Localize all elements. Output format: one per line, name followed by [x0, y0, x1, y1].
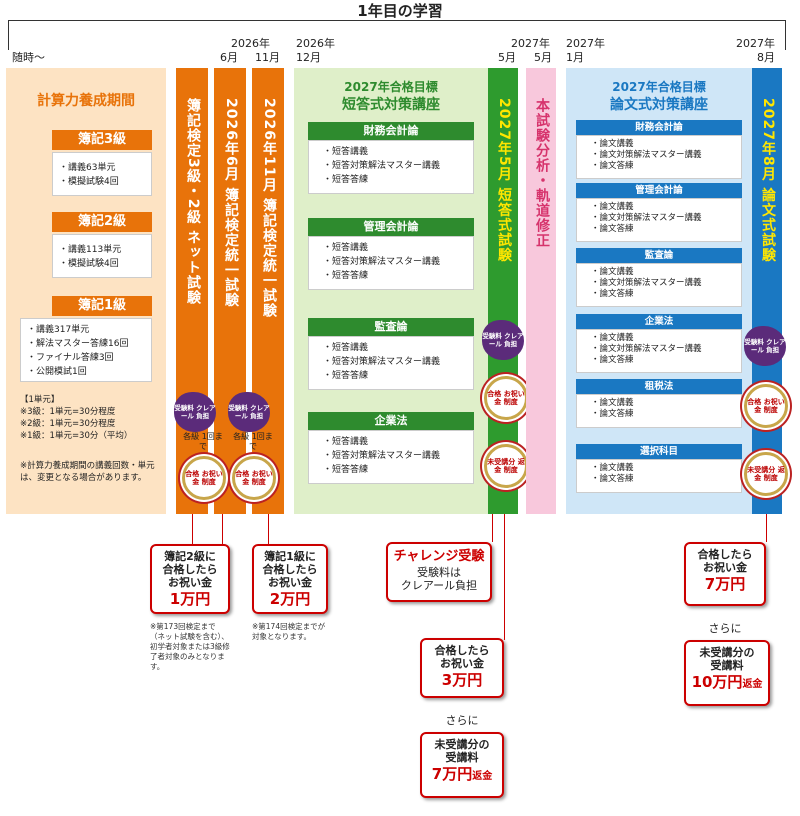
callout-boki1-note: ※第174回検定までが対象となります。 — [252, 622, 326, 641]
oiwai-badge-1: 合格 お祝い金 制度 — [182, 456, 226, 500]
kakkyu-1: 各級 1回まで — [183, 432, 223, 451]
anytime-label: 随時～ — [12, 51, 45, 64]
date-6: 6月 — [220, 51, 238, 64]
ronbun-exam-column: 2027年8月 論文式試験 — [752, 68, 782, 514]
tanto-sub-1: 管理会計論 — [308, 218, 474, 236]
page-title: 1年目の学習 — [357, 2, 443, 20]
keisan-period-panel: 計算力養成期間 簿記3級 講義63単元模擬試験4回 簿記2級 講義113単元模擬… — [6, 68, 166, 514]
tanto-sub-0: 財務会計論 — [308, 122, 474, 140]
oiwai-badge-4: 合格 お祝い金 制度 — [744, 384, 788, 428]
keisan-note: ※計算力養成期間の講義回数・単元は、変更となる場合があります。 — [20, 461, 155, 483]
box-boki2-header: 簿記2級 — [52, 212, 152, 232]
tanto-sub-2: 監査論 — [308, 318, 474, 336]
date-2027c: 2027年 — [736, 37, 775, 50]
fee-badge-3: 受験料 クレアール 負担 — [482, 320, 524, 360]
tanto-sub-3: 企業法 — [308, 412, 474, 430]
date-5b: 5月 — [534, 51, 552, 64]
tanto-course-panel: 2027年合格目標 短答式対策講座 財務会計論 短答講義短答対策解法マスター講義… — [294, 68, 488, 514]
sarani-2: さらに — [708, 622, 742, 635]
sarani-1: さらに — [445, 714, 479, 727]
box-boki1: 講義317単元解法マスター答練16回ファイナル答練3回公開模試1回 — [20, 318, 152, 382]
date-12: 12月 — [296, 51, 321, 64]
oiwai-badge-3: 合格 お祝い金 制度 — [484, 376, 528, 420]
callout-challenge: チャレンジ受験受験料はクレアール負担 — [386, 542, 492, 602]
date-8: 8月 — [757, 51, 775, 64]
date-1: 1月 — [566, 51, 584, 64]
analysis-column: 本試験分析・軌道修正 — [526, 68, 556, 514]
date-2027: 2027年 — [511, 37, 550, 50]
fee-badge-2: 受験料 クレアール 負担 — [228, 392, 270, 432]
unit-notes: 【1単元】※3級：1単元=30分程度※2級：1単元=30分程度※1級：1単元=3… — [20, 395, 133, 441]
june-exam-column: 2026年6月 簿記検定統一試験 — [214, 68, 246, 514]
net-exam-column: 簿記検定3級・2級 ネット試験 — [176, 68, 208, 514]
date-11: 11月 — [255, 51, 280, 64]
keisan-title: 計算力養成期間 — [37, 93, 135, 109]
henkin-badge-2: 未受講分 返金 制度 — [744, 452, 788, 496]
date-2027b: 2027年 — [566, 37, 605, 50]
nov-exam-column: 2026年11月 簿記検定統一試験 — [252, 68, 284, 514]
date-5: 5月 — [498, 51, 516, 64]
date-2026: 2026年 — [231, 37, 270, 50]
box-boki2: 講義113単元模擬試験4回 — [52, 234, 152, 278]
tanto-exam-column: 2027年5月 短答式試験 — [488, 68, 518, 514]
fee-badge-4: 受験料 クレアール 負担 — [744, 326, 786, 366]
ronbun-course-panel: 2027年合格目標 論文式対策講座 財務会計論 論文講義論文対策解法マスター講義… — [566, 68, 752, 514]
box-boki3: 講義63単元模擬試験4回 — [52, 152, 152, 196]
oiwai-badge-2: 合格 お祝い金 制度 — [232, 456, 276, 500]
henkin-badge-1: 未受講分 返金 制度 — [484, 444, 528, 488]
timeline-bracket — [8, 20, 786, 21]
box-boki1-header: 簿記1級 — [52, 296, 152, 316]
kakkyu-2: 各級 1回まで — [233, 432, 273, 451]
callout-boki2-note: ※第173回検定まで（ネット試験を含む）、初学者対象または3級修了者対象のみとな… — [150, 622, 230, 671]
box-boki3-header: 簿記3級 — [52, 130, 152, 150]
fee-badge-1: 受験料 クレアール 負担 — [174, 392, 216, 432]
date-2026b: 2026年 — [296, 37, 335, 50]
